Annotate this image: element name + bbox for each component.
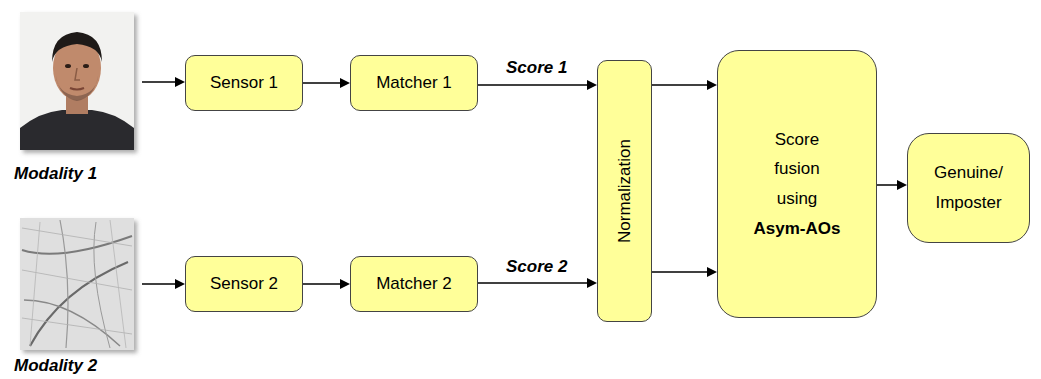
flow-arrow <box>877 180 907 190</box>
node-text: Sensor 2 <box>210 273 278 294</box>
arrowhead <box>587 80 597 90</box>
node-text: Matcher 1 <box>376 72 452 93</box>
flow-arrow <box>303 78 350 88</box>
connector-line <box>303 283 341 285</box>
score-label: Score 1 <box>504 58 569 78</box>
node-text: Genuine/ Imposter <box>934 158 1003 218</box>
connector-line <box>478 84 588 86</box>
connector-line <box>652 271 708 273</box>
node-text: Matcher 2 <box>376 273 452 294</box>
sensor-box: Sensor 1 <box>185 55 303 111</box>
connector-line <box>478 282 588 284</box>
palmprint-photo <box>20 218 134 350</box>
face-photo <box>20 12 134 150</box>
modality-label: Modality 2 <box>14 356 97 376</box>
input-arrow <box>142 77 185 289</box>
matcher-box: Matcher 2 <box>350 256 478 312</box>
flow-arrow <box>478 278 597 288</box>
connector-line <box>303 82 341 84</box>
arrowhead <box>340 78 350 88</box>
normalization-box: Normalization <box>597 60 652 322</box>
arrowhead <box>340 279 350 289</box>
node-text: Score fusion using <box>774 125 819 214</box>
matcher-box: Matcher 1 <box>350 55 478 111</box>
flow-arrow <box>652 80 717 90</box>
arrowhead <box>587 278 597 288</box>
node-text: Normalization <box>614 139 635 243</box>
flow-arrow <box>652 267 717 277</box>
arrowhead <box>707 267 717 277</box>
flow-arrow <box>478 80 597 90</box>
node-text: Sensor 1 <box>210 72 278 93</box>
connector-line <box>652 84 708 86</box>
flow-arrow <box>303 279 350 289</box>
sensor-box: Sensor 2 <box>185 256 303 312</box>
decision-box: Genuine/ Imposter <box>907 133 1030 243</box>
arrowhead <box>707 80 717 90</box>
fusion-box: Score fusion usingAsym-AOs <box>717 50 877 318</box>
arrowhead <box>897 180 907 190</box>
node-emphasis: Asym-AOs <box>754 214 841 244</box>
modality-label: Modality 1 <box>14 164 97 184</box>
score-label: Score 2 <box>504 257 569 277</box>
connector-line <box>877 184 898 186</box>
